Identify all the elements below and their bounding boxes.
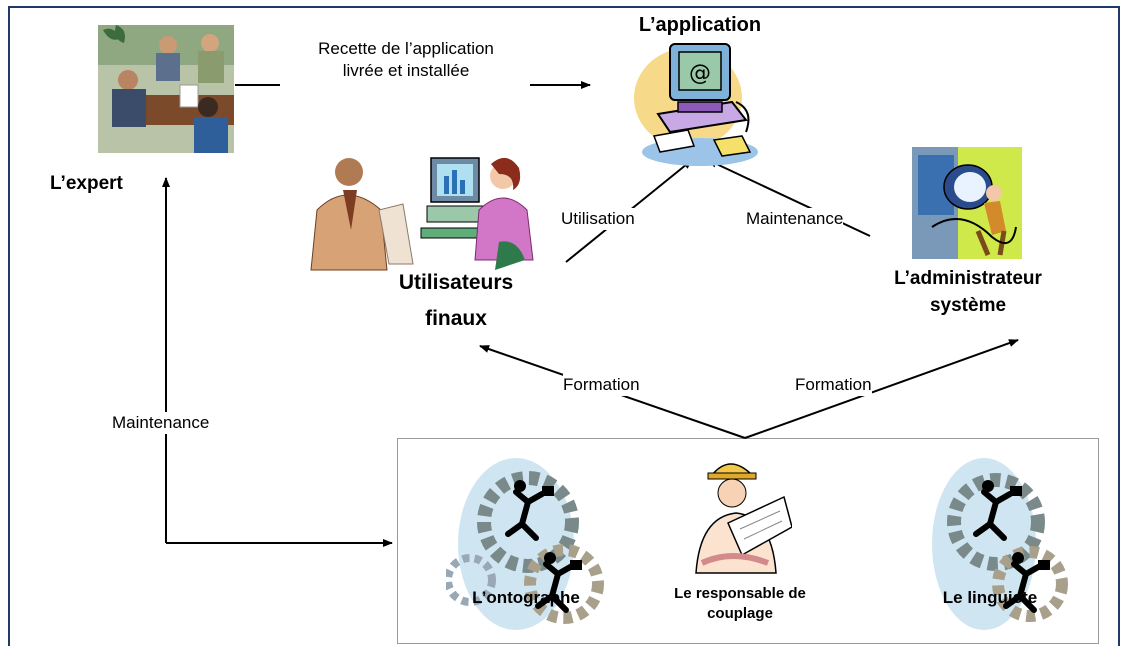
node-end-users-line2: finaux <box>425 307 487 330</box>
engineer-blueprint-clipart-icon <box>695 463 792 574</box>
office-workers-clipart-icon <box>310 157 534 271</box>
node-coupling-line1: Le responsable de <box>674 585 806 602</box>
edge-maintenance-app-label: Maintenance <box>746 208 844 230</box>
edge-training-users-label: Formation <box>563 374 640 396</box>
edge-delivery-line1: Recette de l’application <box>318 39 494 58</box>
node-application-title: L’application <box>638 14 762 36</box>
gear-runner-clipart-icon <box>932 458 1068 630</box>
edge-training-admin-label: Formation <box>795 374 872 396</box>
node-coupling-line2: couplage <box>707 605 773 622</box>
node-end-users-line1: Utilisateurs <box>398 271 514 294</box>
edge-delivery-line2: livrée et installée <box>342 61 470 80</box>
edge-maintenance-expert-label: Maintenance <box>112 412 210 434</box>
node-linguist-title: Le linguiste <box>942 588 1038 607</box>
edge-delivery-label: Recette de l’application livrée et insta… <box>280 38 532 82</box>
node-sysadmin-line1: L’administrateur <box>894 268 1042 289</box>
node-end-users-title: Utilisateurs finaux <box>356 265 556 337</box>
svg-text:@: @ <box>689 61 711 86</box>
node-sysadmin-line2: système <box>929 295 1007 316</box>
diagram-frame <box>8 6 1120 646</box>
node-sysadmin-title: L’administrateur système <box>868 265 1068 319</box>
edge-usage-label: Utilisation <box>561 208 635 230</box>
edge-training-admin-arrow <box>744 339 1019 439</box>
gear-runner-clipart-icon <box>446 458 604 630</box>
meeting-clipart-icon <box>98 25 234 153</box>
network-admin-clipart-icon <box>912 147 1022 259</box>
computer-clipart-icon: @ <box>634 43 758 166</box>
node-ontographer-title: L’ontographe <box>472 588 580 607</box>
node-coupling-title: Le responsable de couplage <box>645 584 835 624</box>
node-expert-title: L’expert <box>50 173 123 194</box>
